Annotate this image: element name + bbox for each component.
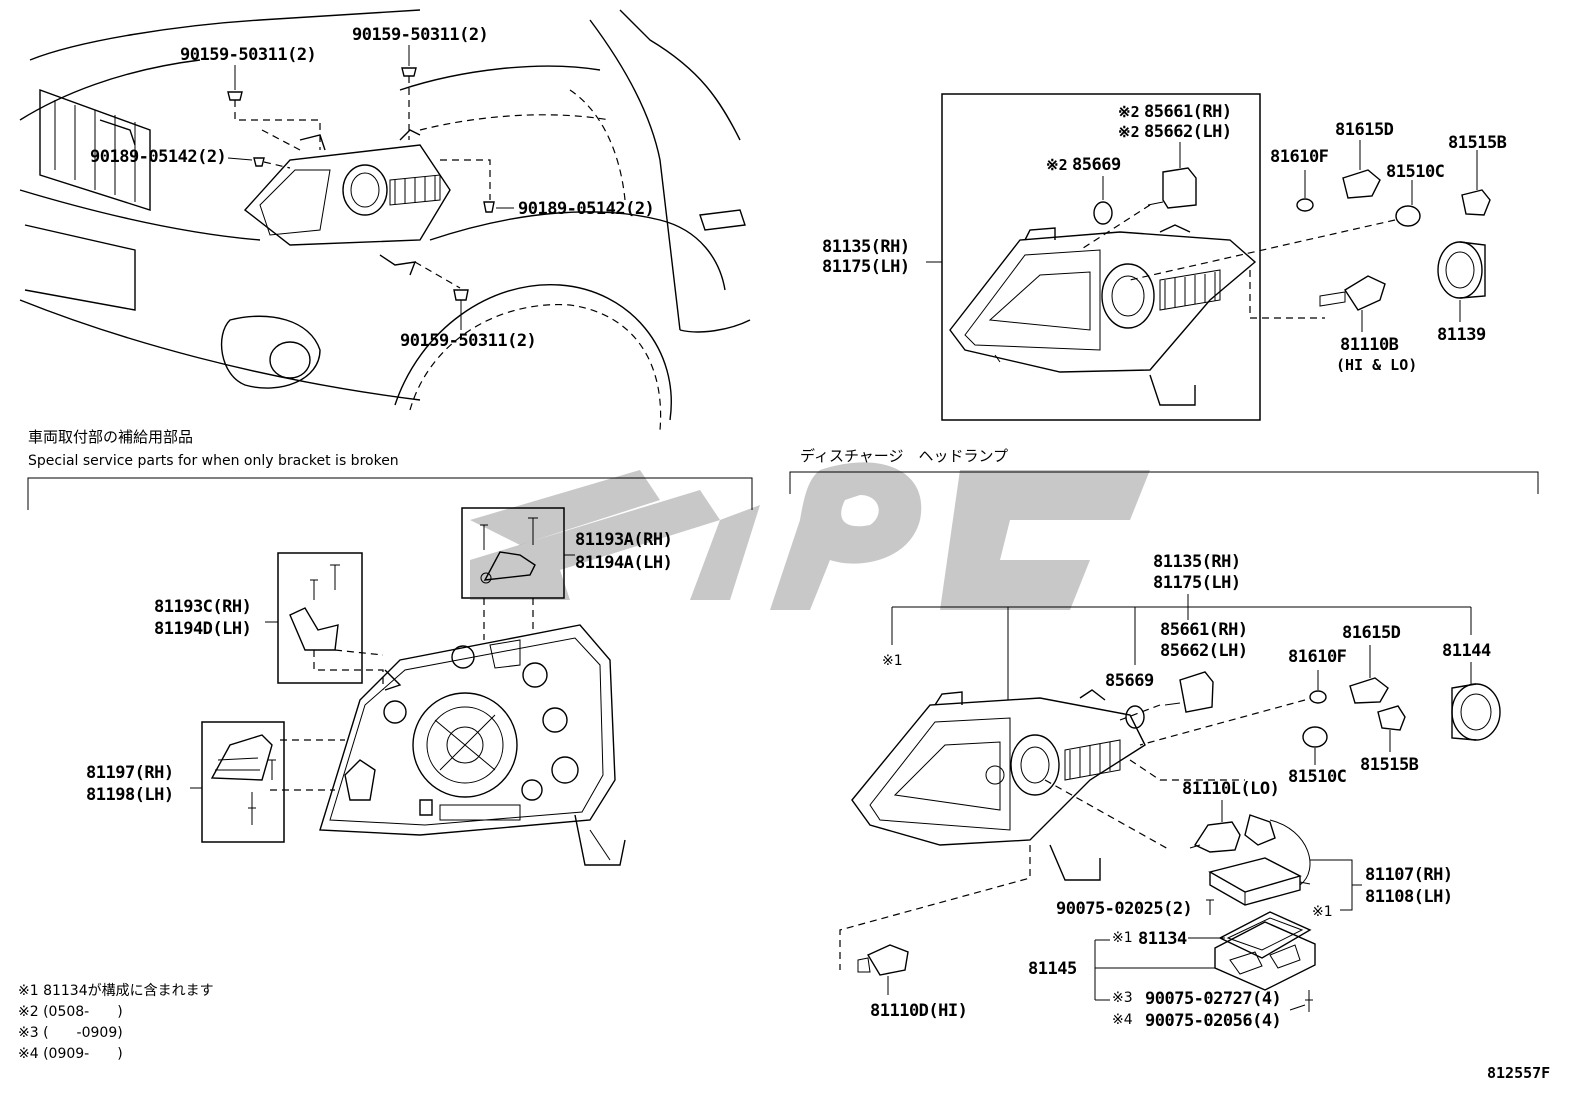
mark-2c: ※2 (1046, 156, 1068, 174)
bracket-81193A-box (461, 507, 565, 599)
label-81139: 81139 (1437, 325, 1486, 345)
label-81610F: 81610F (1270, 147, 1329, 167)
label-85661: 85661(RH) (1144, 102, 1232, 122)
bulb-81110B (1249, 270, 1386, 332)
leader-81145 (1094, 939, 1215, 1001)
screw-90075bc (1305, 990, 1313, 1012)
label-81615D: 81615D (1335, 120, 1394, 140)
mark-d1: ※1 (882, 653, 903, 669)
bulb-85661 (1079, 167, 1197, 251)
label-85669: 85669 (1072, 155, 1121, 175)
discharge-leader-tree (891, 594, 1472, 700)
label-d-85662: 85662(LH) (1160, 641, 1248, 661)
label-81193C: 81193C(RH) (154, 597, 251, 617)
socket-81515B (1461, 150, 1491, 216)
mark-d3: ※3 (1112, 990, 1133, 1006)
section-bracket-line (27, 477, 753, 510)
leader-81107 (1310, 859, 1353, 911)
bulb-81510C (1129, 180, 1421, 281)
section-discharge-title: ディスチャージ ヘッドランプ (800, 447, 1008, 465)
bracket-81197-box (201, 721, 285, 843)
label-d-81110L: 81110L(LO) (1182, 779, 1279, 799)
note-4: ※4 (0909- ) (18, 1046, 123, 1062)
label-d-81107: 81107(RH) (1365, 865, 1453, 885)
label-d-81145: 81145 (1028, 959, 1077, 979)
vehicle-front-illustration (19, 9, 751, 431)
label-81194A: 81194A(LH) (575, 553, 672, 573)
label-d-81515B: 81515B (1360, 755, 1419, 775)
label-d-81615D: 81615D (1342, 623, 1401, 643)
cover-81145 (1214, 911, 1316, 991)
label-d-hl-rh: 81135(RH) (1153, 552, 1241, 572)
discharge-headlamp-unit (839, 689, 1306, 970)
label-clip-left: 90189-05142(2) (90, 147, 226, 167)
label-top-bolt-right: 90159-50311(2) (352, 25, 488, 45)
label-d-85669: 85669 (1105, 671, 1154, 691)
headlamp-assembly-box (941, 93, 1261, 421)
label-bottom-bolt: 90159-50311(2) (400, 331, 536, 351)
label-clip-right: 90189-05142(2) (518, 199, 654, 219)
bulb-81610F (1296, 170, 1314, 212)
mark-2b: ※2 (1118, 123, 1140, 141)
screw-90075a (1206, 899, 1214, 915)
bulb-81110D (857, 944, 909, 995)
ring-85669 (1093, 201, 1113, 225)
mark-d-81134: ※1 (1112, 930, 1133, 946)
label-d-hl-lh: 81175(LH) (1153, 573, 1241, 593)
section-bracket-title-jp: 車両取付部の補給用部品 (28, 428, 193, 446)
socket-81615D (1342, 140, 1381, 199)
watermark-logo (470, 462, 1150, 610)
label-d-81134: 81134 (1138, 929, 1187, 949)
section-discharge-line (789, 471, 1539, 494)
label-d-81144: 81144 (1442, 641, 1491, 661)
bracket-81193C-box (277, 552, 363, 684)
discharge-small-parts (1125, 645, 1501, 886)
bracket-81193C (289, 564, 384, 690)
label-d-90075a: 90075-02025(2) (1056, 899, 1192, 919)
note-2: ※2 (0508- ) (18, 1004, 123, 1020)
figure-number: 812557F (1487, 1064, 1550, 1082)
label-81197: 81197(RH) (86, 763, 174, 783)
mark-d4: ※4 (1112, 1012, 1133, 1028)
label-d-85661: 85661(RH) (1160, 620, 1248, 640)
bracket-81197 (210, 734, 345, 825)
label-81198: 81198(LH) (86, 785, 174, 805)
label-81110B: 81110B (1340, 335, 1399, 355)
label-81110B-sub: (HI & LO) (1336, 356, 1417, 374)
mark-d1b: ※1 (1312, 904, 1333, 920)
section-bracket-title-en: Special service parts for when only brac… (28, 453, 399, 469)
label-hl-top-lh: 81175(LH) (822, 257, 910, 277)
label-81193A: 81193A(RH) (575, 530, 672, 550)
note-3: ※3 ( -0909) (18, 1025, 123, 1041)
label-81194D: 81194D(LH) (154, 619, 251, 639)
note-1: ※1 81134が構成に含まれます (18, 983, 214, 999)
cap-81139 (1437, 241, 1486, 299)
label-top-bolt-left: 90159-50311(2) (180, 45, 316, 65)
label-hl-top-rh: 81135(RH) (822, 237, 910, 257)
label-81510C: 81510C (1386, 162, 1444, 182)
label-d-81610F: 81610F (1288, 647, 1347, 667)
label-d-81110D: 81110D(HI) (870, 1001, 967, 1021)
label-d-81108: 81108(LH) (1365, 887, 1453, 907)
bracket-81193A (480, 517, 538, 640)
label-d-90075c: 90075-02056(4) (1145, 1011, 1281, 1031)
ballast-81107 (1208, 857, 1311, 906)
label-85662: 85662(LH) (1144, 122, 1232, 142)
fastener-bolts-top (227, 45, 495, 330)
headlamp-unit-top (949, 224, 1257, 406)
headlamp-rear-view (319, 624, 626, 866)
label-81515B: 81515B (1448, 133, 1507, 153)
mark-2a: ※2 (1118, 103, 1140, 121)
label-d-90075b: 90075-02727(4) (1145, 989, 1281, 1009)
label-d-81510C: 81510C (1288, 767, 1346, 787)
